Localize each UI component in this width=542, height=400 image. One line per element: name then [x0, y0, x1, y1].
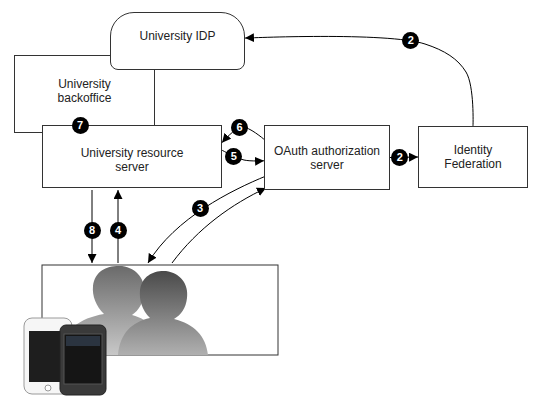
- identity-provider: University IDP: [110, 12, 245, 70]
- smartphone: [60, 325, 106, 395]
- flow-connector: [390, 157, 418, 159]
- flow-connector: [245, 36, 473, 126]
- resource-server-box: University resource server: [42, 125, 222, 188]
- callout-number: 6: [231, 119, 248, 136]
- flow-connector: [222, 127, 264, 143]
- node-label: OAuth authorization server: [271, 144, 383, 172]
- flow-connector: [222, 150, 264, 161]
- node-label: Identity Federation: [436, 143, 510, 171]
- identity-federation-box: Identity Federation: [418, 126, 528, 188]
- user-silhouette: [118, 271, 208, 355]
- authorization-server-box: OAuth authorization server: [264, 125, 390, 190]
- node-label: University resource server: [77, 146, 187, 174]
- flow-arrow: [148, 176, 266, 263]
- node-label: University IDP: [139, 29, 215, 43]
- phone-screen: [64, 334, 102, 384]
- flow-arrow: [92, 190, 93, 263]
- callout-number: 5: [225, 148, 242, 165]
- callout-number: 2: [391, 149, 408, 166]
- users-frame: [42, 265, 278, 355]
- phone-screen-glare: [66, 336, 100, 346]
- callout-number: 3: [192, 200, 209, 217]
- flow-arrow: [118, 190, 119, 263]
- callout-number: 2: [402, 32, 419, 49]
- phone-button: [45, 385, 51, 391]
- node-label: University backoffice: [49, 77, 121, 105]
- flow-arrow: [172, 188, 266, 263]
